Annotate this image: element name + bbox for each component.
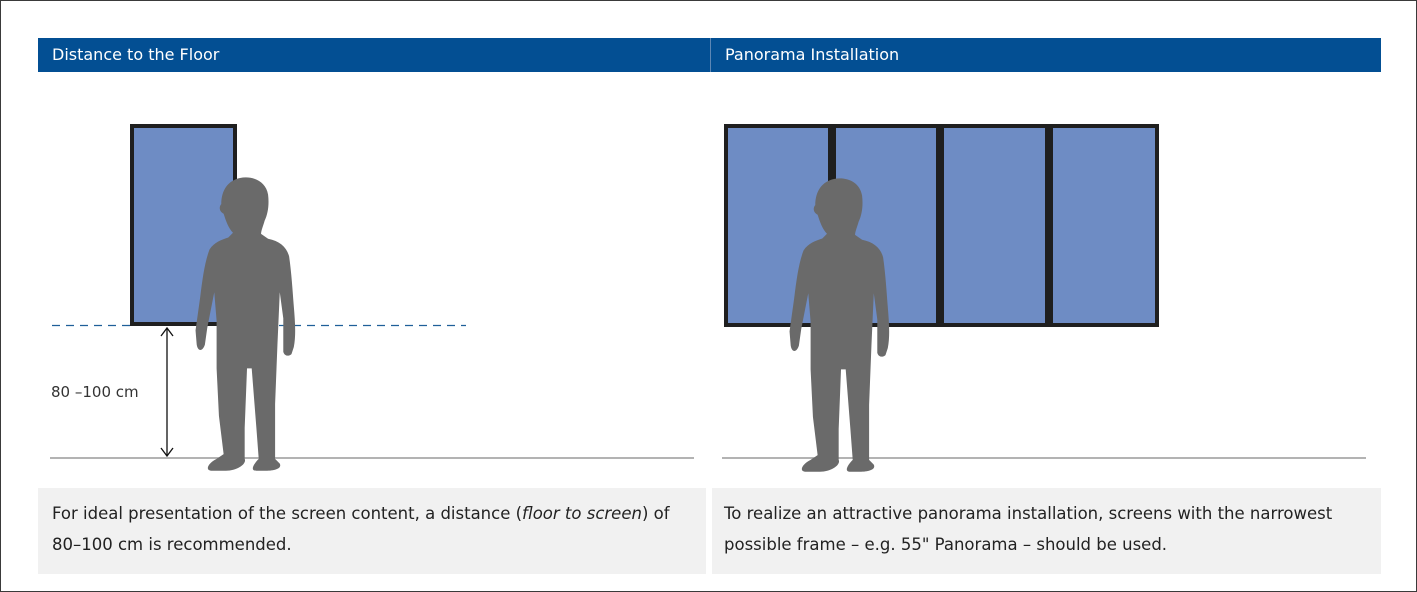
panorama-screen-4 (1053, 128, 1155, 323)
caption-italic: floor to screen (522, 504, 642, 523)
section-header-floor-distance: Distance to the Floor (38, 38, 712, 72)
caption-floor-distance: For ideal presentation of the screen con… (38, 488, 706, 574)
right-illustration (722, 124, 1366, 472)
left-illustration (50, 124, 694, 471)
caption-text-2: ) of 80–100 cm is recommended. (52, 504, 670, 554)
caption-panorama: To realize an attractive panorama instal… (712, 488, 1381, 574)
arrow-down-icon (160, 447, 174, 458)
dimension-label: 80 –100 cm (51, 383, 139, 401)
arrow-up-icon (160, 326, 174, 337)
panorama-screen-3 (944, 128, 1045, 323)
caption-text-1: For ideal presentation of the screen con… (52, 504, 523, 523)
section-header-panorama: Panorama Installation (710, 38, 1381, 72)
